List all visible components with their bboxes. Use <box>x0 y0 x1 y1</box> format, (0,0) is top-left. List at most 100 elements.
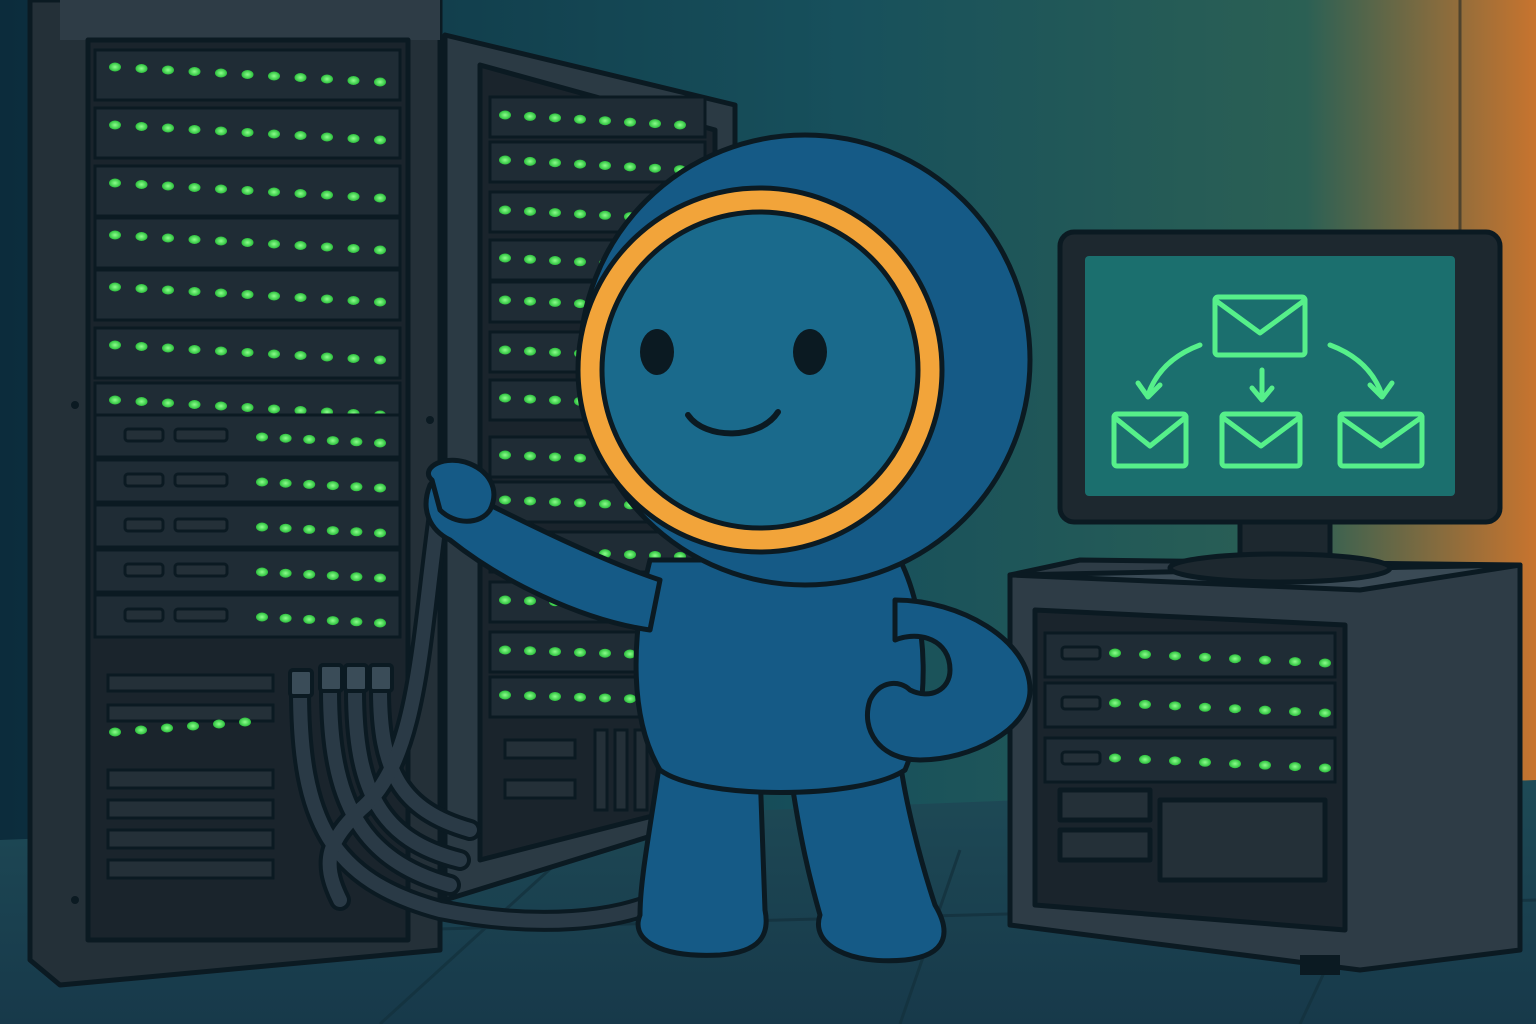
status-led <box>215 126 227 136</box>
status-led <box>109 62 121 72</box>
mascot <box>423 132 1033 964</box>
status-led <box>499 645 511 655</box>
status-led <box>109 727 121 737</box>
status-led <box>162 65 174 75</box>
status-led <box>239 717 251 727</box>
status-led <box>649 119 661 129</box>
status-led <box>268 239 280 249</box>
status-led <box>321 294 333 304</box>
status-led <box>135 180 148 189</box>
mascot-smile <box>685 409 781 437</box>
status-led <box>1109 753 1121 763</box>
status-led <box>268 349 280 359</box>
status-led <box>294 351 307 360</box>
status-led <box>135 284 148 293</box>
status-led <box>1139 754 1151 764</box>
status-led <box>256 522 268 532</box>
status-led <box>1289 707 1301 717</box>
status-led <box>574 453 586 463</box>
status-led <box>279 478 292 488</box>
status-led <box>524 254 536 264</box>
status-led <box>294 406 307 415</box>
status-led <box>1139 699 1151 709</box>
status-led <box>294 241 307 250</box>
status-led <box>599 210 611 220</box>
status-led <box>294 131 307 140</box>
status-led <box>321 190 333 200</box>
status-led <box>347 76 360 85</box>
status-led <box>215 184 227 194</box>
status-led <box>1109 698 1121 708</box>
status-led <box>549 297 561 307</box>
status-led <box>374 573 386 583</box>
status-led <box>374 355 386 365</box>
status-led <box>162 123 174 133</box>
status-led <box>549 347 561 357</box>
mascot-eye-left <box>640 329 674 375</box>
status-led <box>326 481 339 491</box>
status-led <box>574 159 586 169</box>
status-led <box>188 235 201 244</box>
arrow-icon <box>1327 342 1385 398</box>
status-led <box>1199 702 1211 712</box>
mascot-leg-right <box>787 757 947 964</box>
status-led <box>321 132 333 142</box>
status-led <box>649 163 661 173</box>
status-led <box>1259 705 1271 715</box>
status-led <box>499 595 511 605</box>
status-led <box>624 694 636 704</box>
status-led <box>294 189 307 198</box>
status-led <box>624 162 636 172</box>
status-led <box>109 230 121 240</box>
status-led <box>135 232 148 241</box>
status-led <box>162 285 174 295</box>
status-led <box>374 618 386 628</box>
status-led <box>499 205 511 215</box>
status-led <box>574 209 586 219</box>
email-distribution-icon <box>1111 294 1425 469</box>
status-led <box>524 156 536 166</box>
status-led <box>303 614 316 624</box>
status-led <box>374 483 386 493</box>
status-led <box>109 178 121 188</box>
status-led <box>326 571 339 581</box>
server-cabinet-right <box>1007 557 1523 975</box>
status-led <box>599 160 611 170</box>
status-led <box>161 723 173 733</box>
status-led <box>268 187 280 197</box>
status-led <box>241 128 254 137</box>
status-led <box>135 725 147 735</box>
status-led <box>574 647 586 657</box>
status-led <box>1169 701 1181 711</box>
status-led <box>549 691 561 701</box>
status-led <box>109 395 121 405</box>
status-led <box>549 113 561 123</box>
status-led <box>256 567 268 577</box>
arrow-icon <box>1145 342 1203 398</box>
mascot-arm-right <box>864 597 1033 763</box>
status-led <box>1109 648 1121 658</box>
status-led <box>279 613 292 623</box>
status-led <box>215 236 227 246</box>
mascot-eye-right <box>793 329 827 375</box>
status-led <box>326 526 339 536</box>
status-led <box>524 296 536 306</box>
status-led <box>549 256 561 266</box>
status-led <box>326 436 339 446</box>
status-led <box>188 287 201 296</box>
status-led <box>241 186 254 195</box>
status-led <box>268 291 280 301</box>
mascot-face <box>599 209 921 531</box>
status-led <box>162 233 174 243</box>
status-led <box>374 77 386 87</box>
status-led <box>574 114 586 124</box>
status-led <box>549 395 561 405</box>
envelope-icon <box>1212 294 1308 358</box>
status-led <box>303 479 316 489</box>
status-led <box>524 691 536 701</box>
status-led <box>321 242 333 252</box>
status-led <box>674 120 686 130</box>
status-led <box>256 477 268 487</box>
status-led <box>294 73 307 82</box>
